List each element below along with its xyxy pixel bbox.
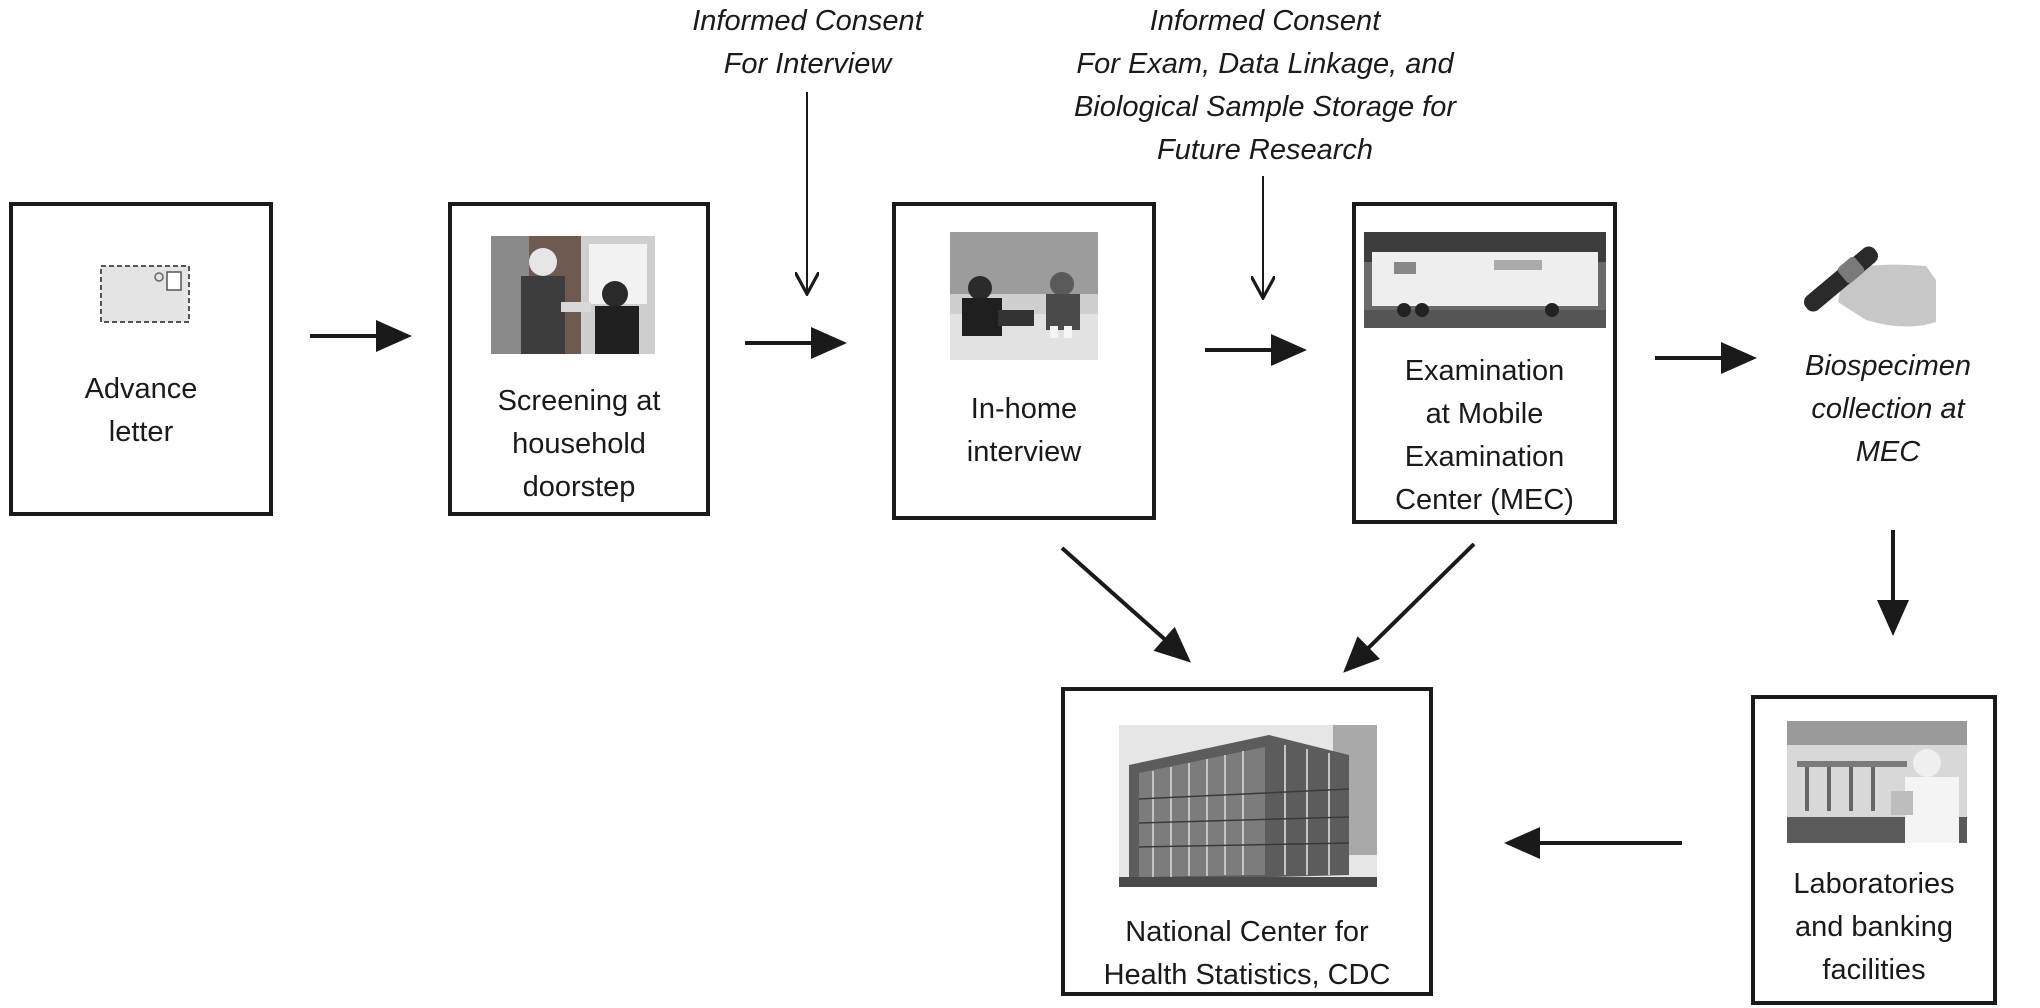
arrow-interview-to-nchs (1060, 546, 1191, 663)
laboratory-photo (1787, 721, 1967, 843)
step-label-laboratories: Laboratories and banking facilities (1793, 868, 1955, 986)
step-label-examination: Examination at Mobile Examination Center… (1395, 355, 1574, 516)
step-label-nchs: National Center for Health Statistics, C… (1103, 916, 1391, 991)
interview-photo (950, 232, 1098, 360)
doorstep-photo (491, 236, 655, 354)
mec-trailer-photo (1364, 232, 1606, 328)
blood-tube-photo (1804, 246, 1936, 327)
consent-note-exam: Informed Consent For Exam, Data Linkage,… (1073, 5, 1457, 166)
nchs-box: National Center for Health Statistics, C… (1061, 687, 1433, 996)
advance-letter-box: Advance letter (9, 202, 273, 516)
step-label-screening: Screening at household doorstep (497, 385, 661, 503)
envelope-icon (100, 265, 190, 323)
step-label-biospecimen: Biospecimen collection at MEC (1804, 350, 1972, 468)
step-label-advance-letter: Advance letter (84, 373, 198, 448)
consent-note-interview: Informed Consent For Interview (692, 5, 923, 80)
screening-box: Screening at household doorstep (448, 202, 710, 516)
laboratories-box: Laboratories and banking facilities (1751, 695, 1997, 1005)
step-label-interview: In-home interview (966, 393, 1082, 468)
nchs-building-photo (1119, 725, 1377, 887)
arrow-exam-to-nchs (1343, 542, 1476, 673)
interview-box: In-home interview (892, 202, 1156, 520)
examination-box: Examination at Mobile Examination Center… (1352, 202, 1617, 524)
